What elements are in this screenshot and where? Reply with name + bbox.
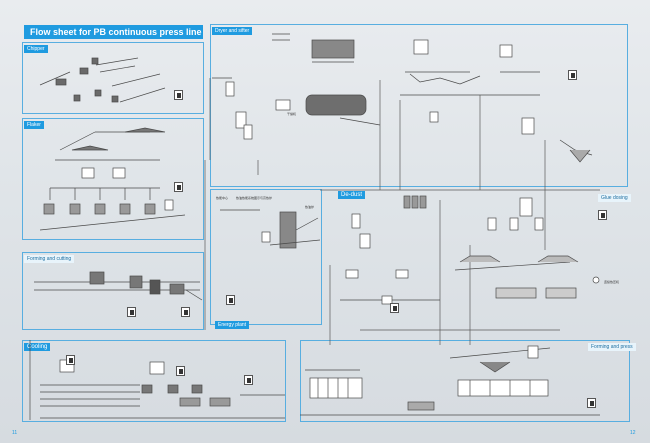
panel-cooling [22, 340, 286, 422]
cooling-equipment [29, 340, 285, 420]
operator-icon-glue [598, 210, 607, 220]
panel-forming-cutting [22, 252, 204, 330]
operator-icon-chipper [174, 90, 183, 100]
panel-energy [210, 189, 322, 325]
forming-press-equipment [300, 345, 600, 416]
section-tag-forming-press: Forming and press [588, 343, 636, 351]
section-tag-energy: Energy plant [215, 321, 250, 329]
panel-forming-press [300, 340, 630, 422]
energy-caption-2: 热油热能系统图示与高热炉 [236, 196, 273, 200]
panel-flaker [22, 118, 204, 240]
press-caption: 连续热压机 [604, 280, 620, 284]
dryer-equipment [212, 33, 593, 163]
page-number-right: 12 [630, 430, 636, 436]
pipelines [204, 78, 600, 345]
flaker-equipment [39, 127, 186, 231]
section-tag-flaker: Flaker [24, 121, 44, 129]
operator-icon-cooling-3 [244, 375, 253, 385]
chipper-equipment [39, 57, 166, 103]
panel-chipper [22, 42, 204, 114]
operator-icon-forming-cutting-2 [181, 307, 190, 317]
operator-icon-press [587, 398, 596, 408]
energy-equipment [220, 209, 321, 249]
section-tag-cooling: Cooling [24, 343, 51, 351]
operator-icon-cooling [66, 355, 75, 365]
page-title: Flow sheet for PB continuous press line [24, 25, 203, 39]
operator-icon-flaker [174, 182, 183, 192]
section-tag-dryer: Dryer and sifter [212, 27, 253, 35]
section-tag-dedust: De-dust [338, 191, 366, 199]
energy-caption-1: 热能中心 [216, 196, 229, 200]
section-tag-chipper: Chipper [24, 45, 48, 53]
operator-icon-forming-cutting [127, 307, 136, 317]
panel-dryer [210, 24, 628, 187]
operator-icon-energy [226, 295, 235, 305]
operator-icon-dedust [390, 303, 399, 313]
dryer-caption: 干燥机 [287, 112, 297, 116]
page-number-left: 11 [12, 430, 18, 436]
glue-equipment [454, 197, 600, 299]
forming-cutting-equipment [34, 271, 203, 301]
section-tag-glue: Glue dosing [598, 194, 631, 202]
section-tag-forming-cutting: Forming and cutting [24, 255, 75, 263]
energy-caption-3: 热油炉 [305, 205, 315, 209]
operator-icon-cooling-2 [176, 366, 185, 376]
operator-icon-dryer [568, 70, 577, 80]
dedust-equipment [340, 195, 440, 305]
